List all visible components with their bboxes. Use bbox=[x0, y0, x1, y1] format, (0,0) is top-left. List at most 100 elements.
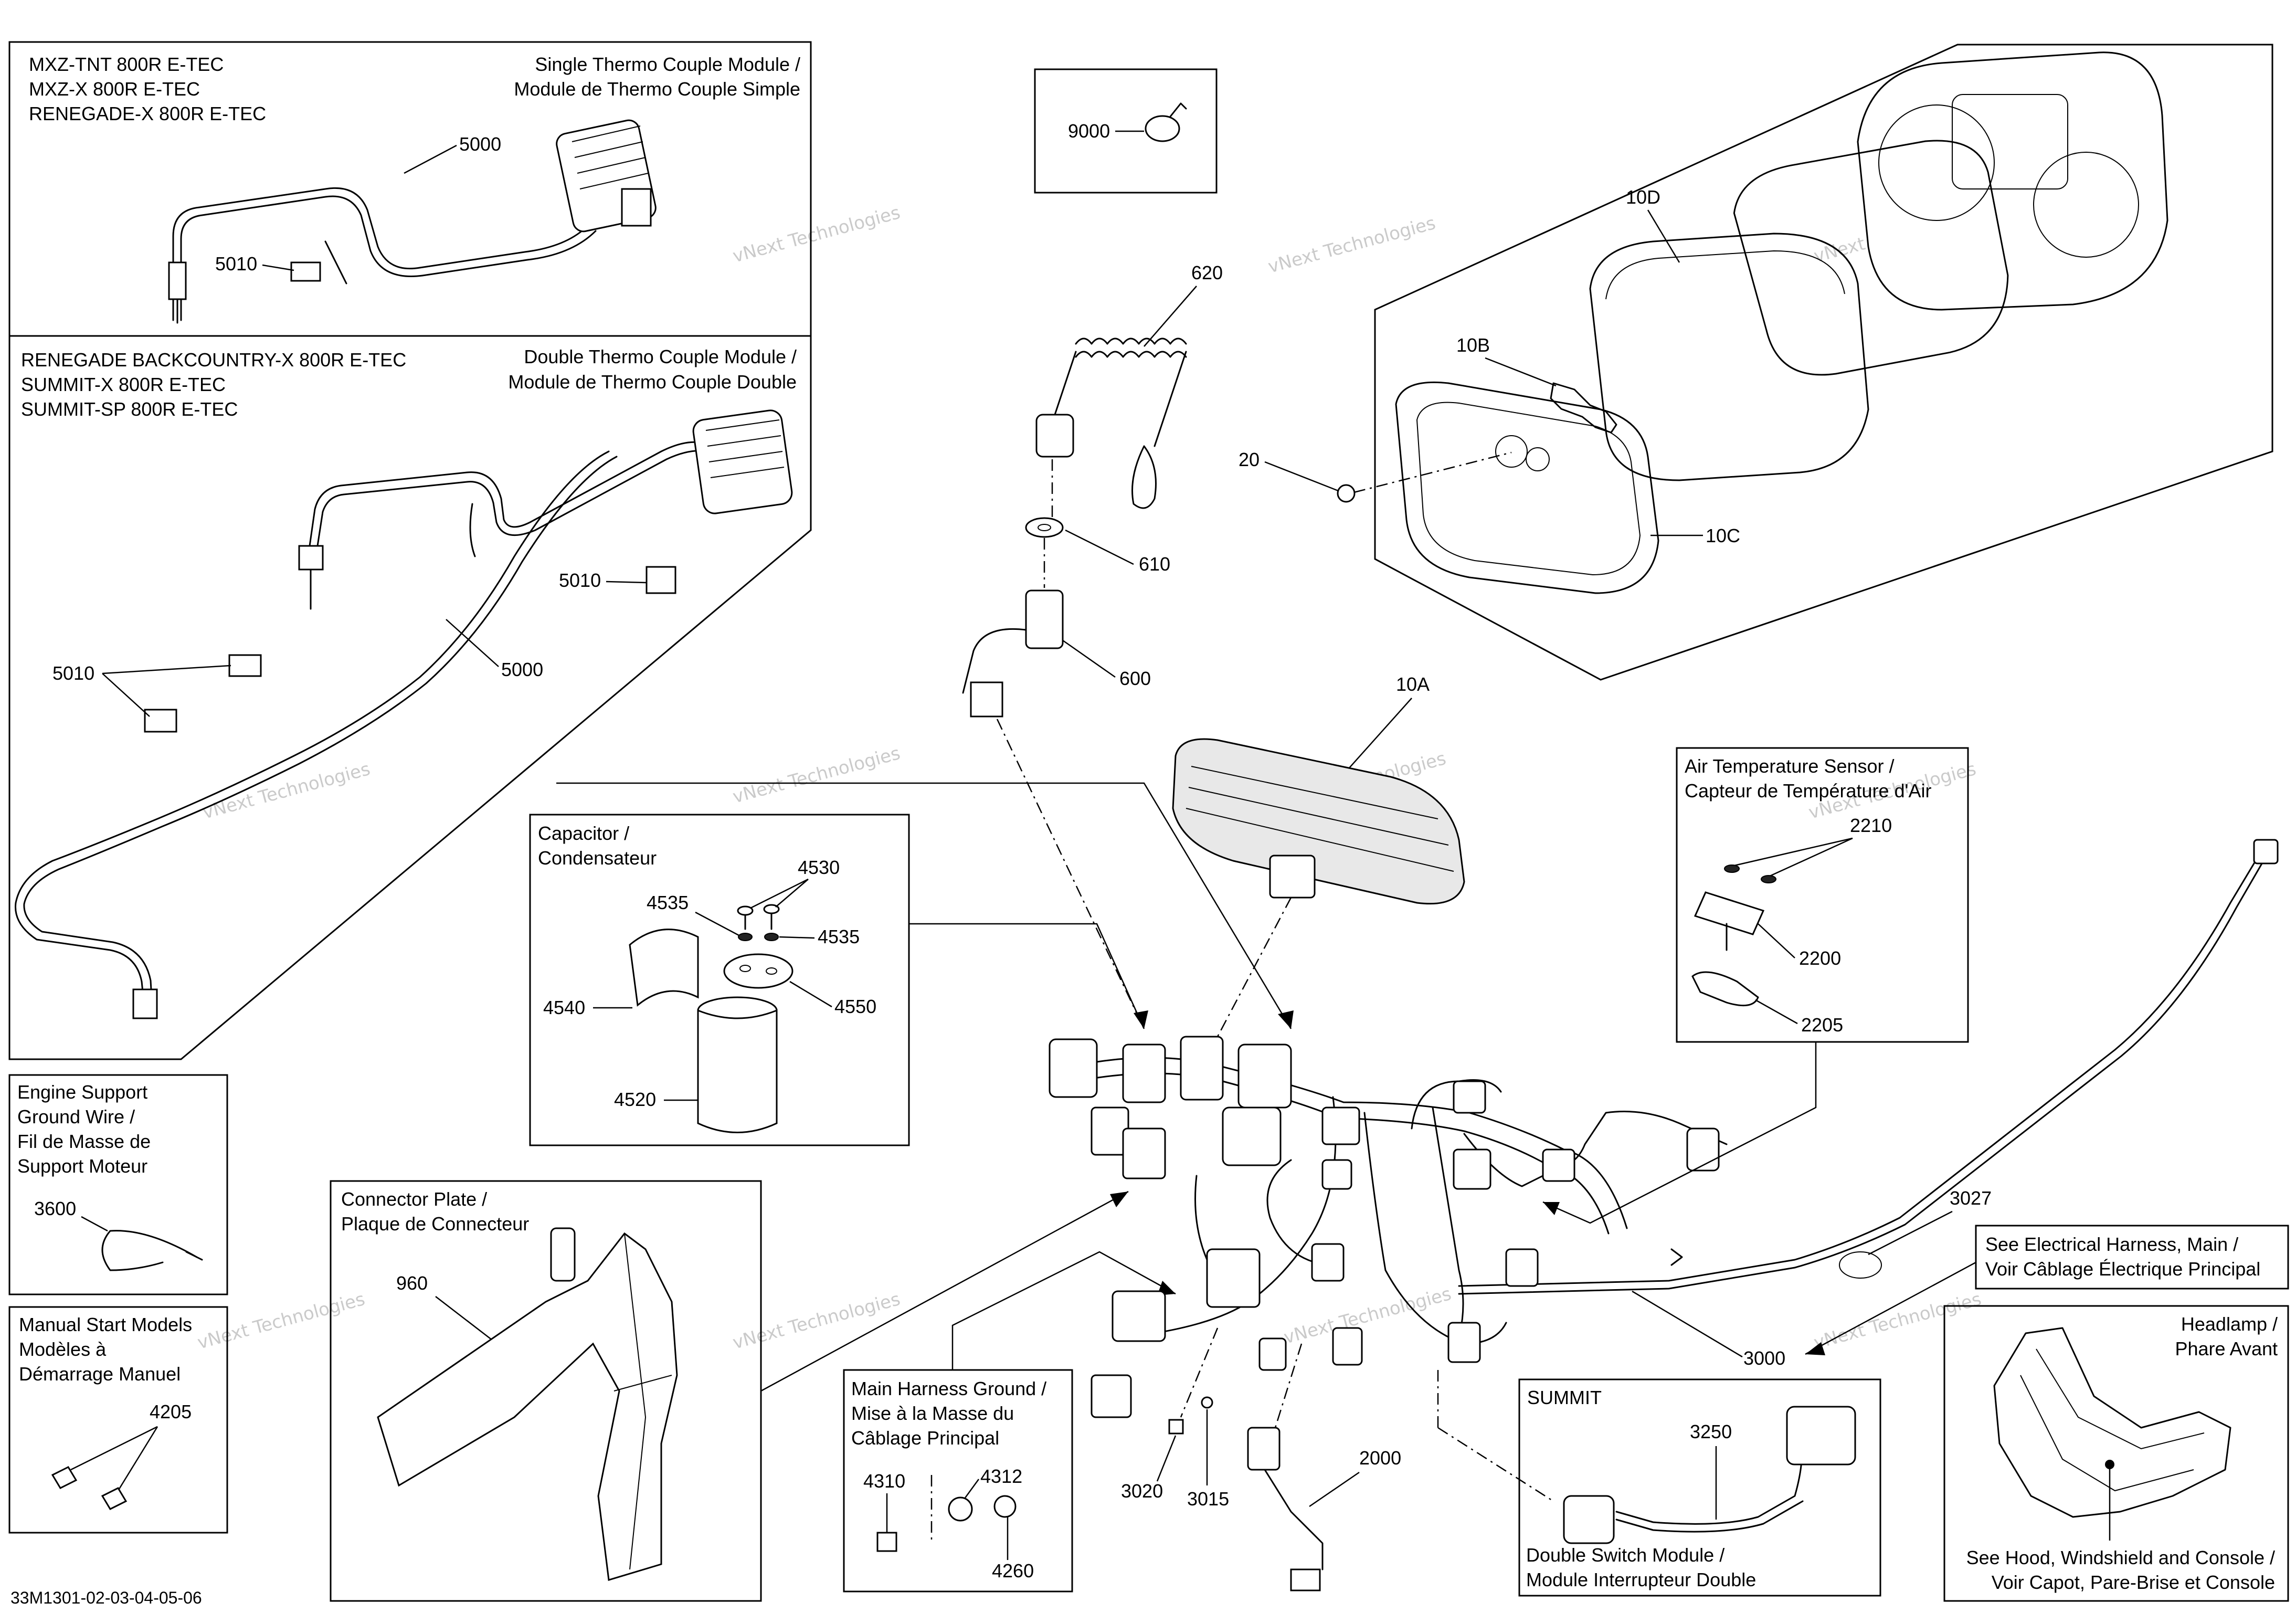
tether-switch-group: 620 610 600 bbox=[962, 262, 1223, 1029]
air-temp-border bbox=[1676, 747, 1969, 1043]
reference-text: Voir Câblage Électrique Principal bbox=[1985, 1258, 2260, 1280]
watermark: vNext Technologies bbox=[1266, 213, 1438, 278]
section-title: Câblage Principal bbox=[851, 1427, 999, 1449]
headlamp-detail bbox=[2036, 1348, 2205, 1450]
leader-2200 bbox=[1758, 923, 1795, 958]
double-thermo-module-drawing bbox=[15, 409, 793, 1019]
leader-600 bbox=[1062, 639, 1116, 678]
double-thermo-module-body bbox=[692, 409, 793, 514]
headlamp-shape bbox=[1993, 1327, 2231, 1518]
part-number-610: 610 bbox=[1139, 553, 1170, 575]
leader-4205 bbox=[70, 1426, 158, 1471]
summit-box: SUMMIT 3250 Double Switch Module / Modul… bbox=[1518, 1378, 1881, 1597]
thermo-module-ribs bbox=[572, 125, 649, 189]
leader-10D bbox=[1647, 209, 1680, 263]
part-number-10B: 10B bbox=[1456, 334, 1490, 356]
thermo-module-plug bbox=[621, 188, 652, 227]
washer-3015 bbox=[1201, 1396, 1213, 1409]
model-line: SUMMIT-SP 800R E-TEC bbox=[21, 398, 238, 420]
harness-branch bbox=[1463, 1133, 1575, 1187]
harness-relay bbox=[1206, 1248, 1261, 1308]
part-number-3027: 3027 bbox=[1950, 1187, 1992, 1209]
part-number-3020: 3020 bbox=[1121, 1480, 1163, 1502]
connector-plate-box: Connector Plate / Plaque de Connecteur 9… bbox=[330, 1180, 762, 1602]
capacitor-screw bbox=[737, 904, 780, 941]
leader-4535 bbox=[695, 911, 739, 936]
leader-4530 bbox=[775, 879, 809, 908]
section-title: Mise à la Masse du bbox=[851, 1403, 1014, 1424]
thermo-wire bbox=[172, 187, 599, 321]
harness-ref-border bbox=[1975, 1225, 2289, 1290]
speedometer-dial bbox=[2033, 152, 2139, 258]
watermark: vNext Technologies bbox=[195, 1289, 367, 1354]
part-number-4535: 4535 bbox=[647, 892, 689, 913]
leader-5010 bbox=[102, 665, 231, 674]
leader-4205 bbox=[117, 1426, 158, 1491]
section-subtitle: Double Switch Module / bbox=[1526, 1544, 1724, 1566]
part-number-4550: 4550 bbox=[834, 996, 876, 1017]
thermo-probe-nut bbox=[298, 545, 324, 571]
lens-inner bbox=[1605, 250, 1845, 300]
wire-branch bbox=[469, 503, 476, 557]
part-number-2000: 2000 bbox=[1359, 1447, 1401, 1469]
bezel-hole bbox=[1526, 447, 1550, 471]
assembly-line bbox=[1437, 1427, 1554, 1502]
section-title: Air Temperature Sensor / bbox=[1685, 755, 1895, 777]
harness-connector bbox=[1447, 1322, 1481, 1363]
leader-5010 bbox=[606, 581, 647, 584]
section-title: Main Harness Ground / bbox=[851, 1378, 1046, 1399]
gauge-cluster-housing bbox=[1857, 51, 2168, 311]
nut-2210 bbox=[1761, 875, 1776, 883]
part-number-3000: 3000 bbox=[1743, 1347, 1785, 1369]
thermo-arrow bbox=[556, 782, 1292, 1029]
bolt-4310 bbox=[876, 1532, 897, 1552]
tether-cap bbox=[1035, 414, 1074, 458]
capacitor-box: Capacitor / Condensateur 4530 4535 4535 … bbox=[529, 814, 910, 1146]
section-title: Single Thermo Couple Module / bbox=[535, 54, 800, 75]
harness-reference-box: See Electrical Harness, Main / Voir Câbl… bbox=[1975, 1225, 2289, 1290]
watermark: vNext Technologies bbox=[731, 1289, 903, 1354]
connector-plate-arrow bbox=[760, 1190, 1129, 1392]
harness-connector bbox=[1332, 1327, 1363, 1366]
part-number-2210: 2210 bbox=[1850, 815, 1892, 836]
part-number-4310: 4310 bbox=[863, 1470, 905, 1492]
watermark: vNext Technologies bbox=[1282, 1283, 1454, 1348]
harness-connector bbox=[1122, 1127, 1166, 1179]
leader-20 bbox=[1264, 461, 1339, 492]
thermo-couple-panel: MXZ-TNT 800R E-TEC MXZ-X 800R E-TEC RENE… bbox=[8, 41, 812, 1060]
model-line: RENEGADE-X 800R E-TEC bbox=[29, 103, 266, 124]
harness-connector bbox=[1091, 1374, 1132, 1418]
connector-plate-960 bbox=[377, 1232, 678, 1581]
part-number-10C: 10C bbox=[1706, 525, 1740, 546]
switch-connector bbox=[1563, 1495, 1615, 1544]
switch-module bbox=[1786, 1406, 1856, 1466]
air-temp-arrow bbox=[1542, 1042, 1817, 1224]
washer-4535 bbox=[738, 933, 753, 941]
switch-harness-outline bbox=[1615, 1500, 1804, 1533]
part-number-4540: 4540 bbox=[543, 997, 585, 1018]
bezel-hole bbox=[1495, 435, 1528, 468]
section-title: Double Thermo Couple Module / bbox=[524, 346, 797, 367]
main-ground-box: Main Harness Ground / Mise à la Masse du… bbox=[843, 1369, 1073, 1593]
connector-plate-border bbox=[330, 1180, 762, 1602]
coil-cord bbox=[1075, 351, 1187, 358]
headlamp-border bbox=[1943, 1305, 2289, 1602]
harness-connector bbox=[1258, 1337, 1287, 1371]
switch-harness-3250 bbox=[1615, 1437, 1803, 1525]
engine-support-border bbox=[8, 1074, 228, 1295]
engine-support-box: Engine Support Ground Wire / Fil de Mass… bbox=[8, 1074, 228, 1295]
part-number-4260: 4260 bbox=[992, 1560, 1034, 1582]
section-subtitle: Module Interrupteur Double bbox=[1526, 1569, 1756, 1590]
thermo-wire-long bbox=[15, 450, 610, 1009]
part-number-2200: 2200 bbox=[1799, 947, 1841, 969]
wire-branch bbox=[324, 240, 347, 284]
reference-text: See Hood, Windshield and Console / bbox=[1966, 1547, 2275, 1568]
gasket-2205 bbox=[1691, 971, 1759, 1007]
leader-620 bbox=[1144, 286, 1197, 347]
watermark: vNext Technologies bbox=[200, 758, 373, 824]
section-title: Connector Plate / bbox=[341, 1188, 487, 1210]
capacitor-arrow bbox=[909, 923, 1145, 1029]
nut-2210 bbox=[1724, 865, 1740, 873]
harness-connector bbox=[1321, 1159, 1352, 1190]
clamp-box-border bbox=[1034, 68, 1218, 194]
